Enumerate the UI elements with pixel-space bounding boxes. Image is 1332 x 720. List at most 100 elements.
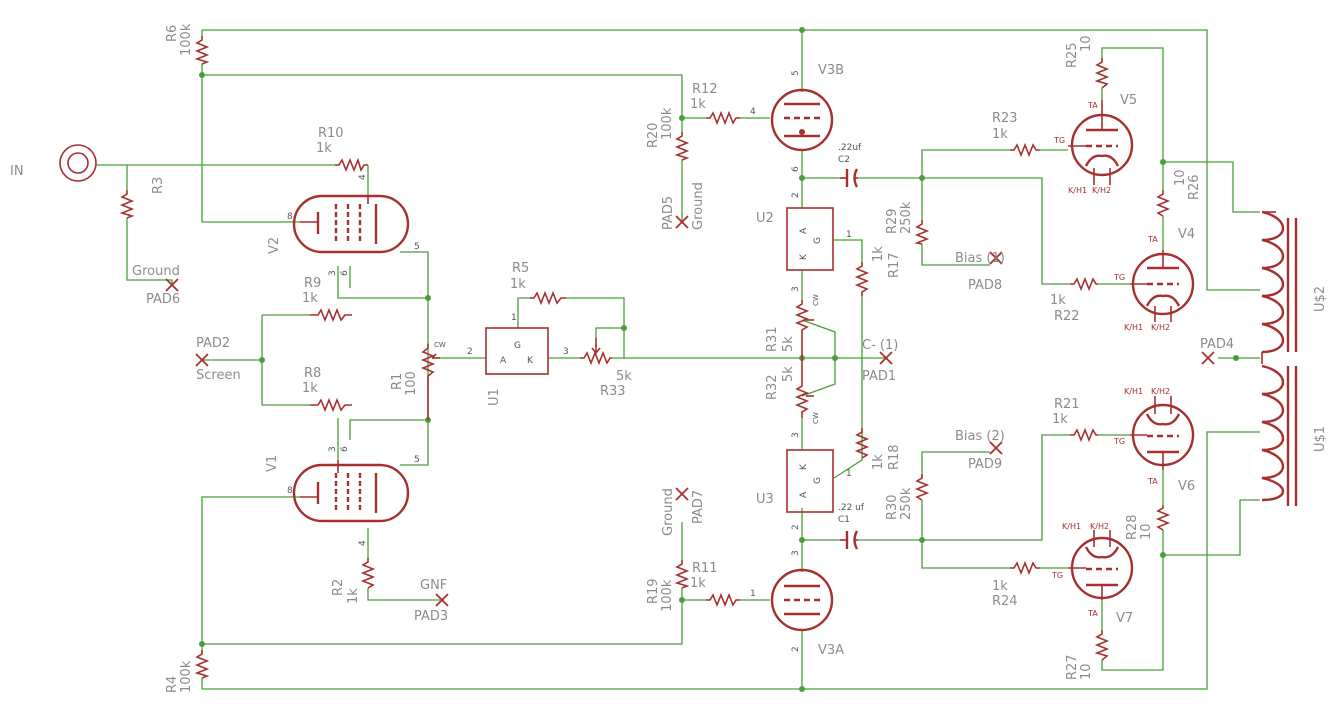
potentiometer-r33[interactable]	[580, 338, 612, 366]
tube-v3a[interactable]	[770, 568, 834, 632]
pad7-label: Ground	[661, 488, 676, 536]
pad7-marker[interactable]	[675, 487, 689, 501]
r11-value: 1k	[690, 576, 706, 591]
v3a-pin2: 2	[791, 646, 801, 652]
v5-ta: TA	[1087, 101, 1098, 110]
v7-tg: TG	[1051, 571, 1063, 580]
resistor-r25[interactable]	[1094, 58, 1110, 89]
v6-name: V6	[1178, 479, 1195, 494]
resistor-r11[interactable]	[706, 592, 740, 608]
v3b-name: V3B	[818, 63, 844, 78]
resistor-r22[interactable]	[1070, 276, 1098, 292]
r27-name: R27	[1065, 654, 1080, 680]
resistor-r27[interactable]	[1094, 630, 1110, 661]
tube-v7[interactable]	[1068, 530, 1134, 600]
junction-dots	[199, 27, 1239, 692]
r18-value: 1k	[871, 454, 886, 470]
u1-name: U1	[487, 388, 502, 406]
resistor-r29[interactable]	[914, 220, 930, 245]
resistor-r26[interactable]	[1155, 190, 1171, 217]
resistor-r23[interactable]	[1010, 142, 1040, 158]
pad6-marker[interactable]	[165, 278, 179, 292]
c2-name: C2	[838, 155, 850, 165]
tube-v2[interactable]	[292, 194, 410, 254]
r24-name: R24	[992, 594, 1018, 609]
r5-value: 1k	[510, 277, 526, 292]
pad5-marker[interactable]	[675, 215, 689, 229]
resistor-r21[interactable]	[1070, 427, 1098, 443]
tube-v1[interactable]	[292, 460, 410, 523]
resistor-r17[interactable]	[854, 262, 870, 296]
pad1-marker[interactable]	[879, 351, 893, 365]
resistor-r9[interactable]	[310, 307, 352, 323]
chip-u3[interactable]	[786, 449, 834, 513]
pad8-label: Bias (1)	[955, 251, 1005, 266]
pad2-label: Screen	[196, 368, 241, 383]
resistor-r18[interactable]	[854, 428, 870, 459]
capacitor-c1[interactable]	[840, 530, 859, 550]
pad5-label: Ground	[691, 182, 706, 230]
tube-v4[interactable]	[1130, 250, 1195, 322]
us2-name: U$2	[1313, 286, 1328, 312]
resistor-r10[interactable]	[335, 157, 368, 173]
tube-v5[interactable]	[1068, 100, 1134, 185]
resistor-r4[interactable]	[194, 650, 210, 679]
v1-pin5: 5	[414, 455, 420, 465]
r10-value: 1k	[316, 141, 332, 156]
r10-name: R10	[318, 126, 344, 141]
r29-name: R29	[885, 208, 900, 234]
c2-value: .22uf	[838, 143, 862, 153]
u1-pin-a: A	[500, 356, 507, 366]
potentiometer-r31[interactable]	[794, 300, 814, 358]
u3-pin2: 2	[791, 524, 801, 530]
pad4-marker[interactable]	[1201, 351, 1215, 365]
resistor-r19[interactable]	[674, 560, 690, 589]
transformer-us1[interactable]	[1261, 364, 1298, 506]
u3-pin3: 3	[791, 432, 801, 438]
pad2-marker[interactable]	[195, 353, 209, 367]
resistor-r20[interactable]	[674, 132, 690, 161]
pad5-name: PAD5	[661, 196, 676, 230]
v7-name: V7	[1116, 611, 1133, 626]
r20-value: 100k	[660, 107, 675, 140]
v6-kh1: K/H1	[1124, 387, 1143, 396]
v4-name: V4	[1178, 227, 1195, 242]
potentiometer-r1[interactable]	[420, 344, 440, 420]
resistor-r6[interactable]	[194, 36, 210, 65]
r11-name: R11	[692, 561, 718, 576]
tube-v6[interactable]	[1130, 396, 1195, 470]
resistor-r24[interactable]	[1010, 560, 1040, 576]
resistor-r12[interactable]	[706, 110, 740, 126]
chip-u2[interactable]	[786, 207, 834, 271]
resistor-r28[interactable]	[1155, 505, 1171, 531]
r8-value: 1k	[302, 381, 318, 396]
capacitor-c2[interactable]	[840, 168, 859, 188]
pad8-marker[interactable]	[989, 251, 1003, 265]
resistor-r5[interactable]	[530, 290, 566, 306]
v4-kh1: K/H1	[1124, 323, 1143, 332]
potentiometer-r32[interactable]	[794, 358, 814, 418]
pad3-marker[interactable]	[435, 593, 449, 607]
v4-tg: TG	[1113, 273, 1125, 282]
r30-name: R30	[885, 494, 900, 520]
resistor-r2[interactable]	[360, 558, 376, 589]
pad1-label: C- (1)	[862, 338, 898, 353]
tube-v3b[interactable]	[770, 88, 834, 152]
v3a-name: V3A	[818, 643, 844, 658]
r23-name: R23	[992, 111, 1018, 126]
input-jack[interactable]	[59, 144, 97, 182]
v1-pin6: 6	[340, 446, 350, 452]
r26-name: R26	[1187, 174, 1202, 200]
resistor-r30[interactable]	[914, 474, 930, 501]
chip-u1[interactable]	[485, 327, 549, 375]
resistor-r8[interactable]	[310, 397, 352, 413]
resistor-r3[interactable]	[119, 190, 135, 219]
c1-name: C1	[838, 515, 850, 525]
wires	[96, 29, 1260, 690]
pad9-marker[interactable]	[989, 441, 1003, 455]
r1-cw: CW	[434, 341, 446, 349]
transformer-us2[interactable]	[1261, 210, 1298, 364]
u1-pin2: 2	[467, 347, 473, 357]
r6-name: R6	[165, 25, 180, 42]
